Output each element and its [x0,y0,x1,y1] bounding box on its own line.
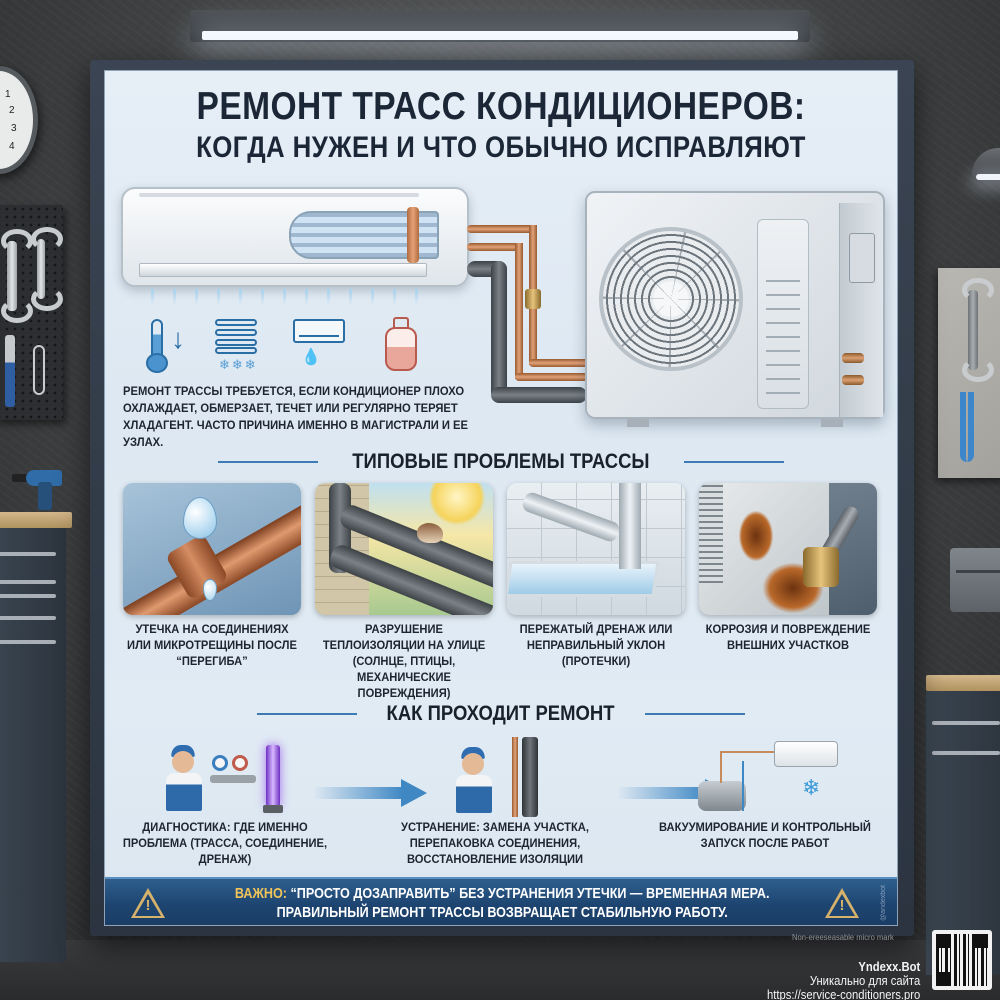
arrow-right-icon [313,779,433,807]
divider-line [218,461,319,463]
ceiling-lamp [190,10,810,42]
poster-subtitle: КОГДА НУЖЕН И ЧТО ОБЫЧНО ИСПРАВЛЯЮТ [196,131,806,164]
ac-leak-drops-icon: 💧 [291,317,347,373]
pegboard-left [0,205,63,420]
qr-code-icon[interactable] [932,930,992,990]
workbench-left [0,512,72,982]
repair-step-fix: УСТРАНЕНИЕ: ЗАМЕНА УЧАСТКА, ПЕРЕПАКОВКА … [375,737,615,877]
drain-overflow-image [507,483,685,615]
corrosion-image [699,483,877,615]
problem-caption: КОРРОЗИЯ И ПОВРЕЖДЕНИЕ ВНЕШНИХ УЧАСТКОВ [705,622,871,652]
symptom-icons: ↓ ❄❄❄ 💧 [135,317,435,377]
repair-step-diagnostics: ДИАГНОСТИКА: ГДЕ ИМЕННО ПРОБЛЕМА (ТРАССА… [105,737,345,877]
warning-banner: ! ВАЖНО: “ПРОСТО ДОЗАПРАВИТЬ” БЕЗ УСТРАН… [105,877,897,925]
evaporator-coil [289,207,439,263]
micro-mark-text: Non-ereeseasable micro mark [792,933,894,942]
side-watermark: @andexbot [880,885,887,921]
floor [0,940,1000,1000]
section-title: КАК ПРОХОДИТ РЕМОНТ [386,702,615,725]
step-caption: ВАКУУМИРОВАНИЕ И КОНТРОЛЬНЫЙ ЗАПУСК ПОСЛ… [659,820,871,850]
pliers-icon [33,345,45,395]
ac-system-illustration [105,181,897,431]
watermark-brand: Yndexx.Bot [858,960,920,974]
problem-caption: РАЗРУШЕНИЕ ТЕПЛОИЗОЛЯЦИИ НА УЛИЦЕ (СОЛНЦ… [322,622,486,700]
pliers-icon [960,392,974,462]
problem-caption: УТЕЧКА НА СОЕДИНЕНИЯХ ИЛИ МИКРОТРЕЩИНЫ П… [127,622,297,668]
snowflake-icon: ❄ [802,775,821,800]
intro-text: РЕМОНТ ТРАССЫ ТРЕБУЕТСЯ, ЕСЛИ КОНДИЦИОНЕ… [123,384,468,449]
section-title: ТИПОВЫЕ ПРОБЛЕМЫ ТРАССЫ [352,450,650,473]
watermark-url[interactable]: https://service-conditioners.pro [766,988,920,1000]
divider-line [257,713,358,715]
uv-lamp-icon [263,745,283,813]
divider-line [683,461,784,463]
step-caption: УСТРАНЕНИЕ: ЗАМЕНА УЧАСТКА, ПЕРЕПАКОВКА … [401,820,589,866]
frozen-coil-icon: ❄❄❄ [209,317,265,373]
wrench-icon [31,227,63,299]
icicles-icon [141,289,421,305]
screwdriver-icon [5,335,15,407]
thermometer-down-icon: ↓ [135,317,191,373]
warning-line2: ПРАВИЛЬНЫЙ РЕМОНТ ТРАССЫ ВОЗВРАЩАЕТ СТАБ… [276,904,728,921]
watermark-tagline: Уникально для сайта [809,974,920,988]
infographic-poster: РЕМОНТ ТРАСС КОНДИЦИОНЕРОВ: КОГДА НУЖЕН … [104,70,898,926]
repair-steps: ДИАГНОСТИКА: ГДЕ ИМЕННО ПРОБЛЕМА (ТРАССА… [105,737,897,877]
poster-title: РЕМОНТ ТРАСС КОНДИЦИОНЕРОВ: [196,85,806,128]
vacuum-pump-icon [698,781,746,811]
fan-grille-icon [599,227,743,371]
step-caption: ДИАГНОСТИКА: ГДЕ ИМЕННО ПРОБЛЕМА (ТРАССА… [122,820,328,866]
wrench-icon [962,278,994,370]
workbench-right [926,675,1000,995]
brass-fitting-icon [525,289,541,309]
vacuum-pump-ac-icon: ❄ [690,737,840,817]
warning-text: ВАЖНО: “ПРОСТО ДОЗАПРАВИТЬ” БЕЗ УСТРАНЕН… [235,884,770,922]
pegboard-right [938,268,1000,478]
refrigerant-cylinder-icon [375,317,431,373]
warning-triangle-icon: ! [131,888,165,918]
indoor-unit-icon [121,187,469,287]
warning-line1: “ПРОСТО ДОЗАПРАВИТЬ” БЕЗ УСТРАНЕНИЯ УТЕЧ… [286,885,770,902]
warning-triangle-icon: ! [825,888,859,918]
cracked-pipe-leak-image [123,483,301,615]
service-panel [757,219,809,409]
watermark-block: Yndexx.Bot Уникально для сайта https://s… [767,960,920,1000]
outdoor-unit-icon [585,191,885,427]
technician-gauges-icon [150,737,300,817]
divider-line [644,713,745,715]
problems-section-header: ТИПОВЫЕ ПРОБЛЕМЫ ТРАССЫ [105,447,897,477]
valve-cover [849,233,875,283]
repair-step-vacuum: ❄ ВАКУУМИРОВАНИЕ И КОНТРОЛЬНЫЙ ЗАПУСК ПО… [645,737,885,877]
technician-repair-icon [420,737,570,817]
warning-label: ВАЖНО: [234,885,287,902]
repair-section-header: КАК ПРОХОДИТ РЕМОНТ [105,699,897,729]
indoor-unit-icon [774,741,838,767]
toolbox [950,548,1000,612]
damaged-insulation-image [315,483,493,615]
wrench-icon [1,229,33,311]
problem-caption: ПЕРЕЖАТЫЙ ДРЕНАЖ ИЛИ НЕПРАВИЛЬНЫЙ УКЛОН … [519,622,673,668]
problem-cards: УТЕЧКА НА СОЕДИНЕНИЯХ ИЛИ МИКРОТРЕЩИНЫ П… [119,483,889,700]
sparrow-icon [417,523,443,543]
cordless-drill-icon [8,470,62,514]
